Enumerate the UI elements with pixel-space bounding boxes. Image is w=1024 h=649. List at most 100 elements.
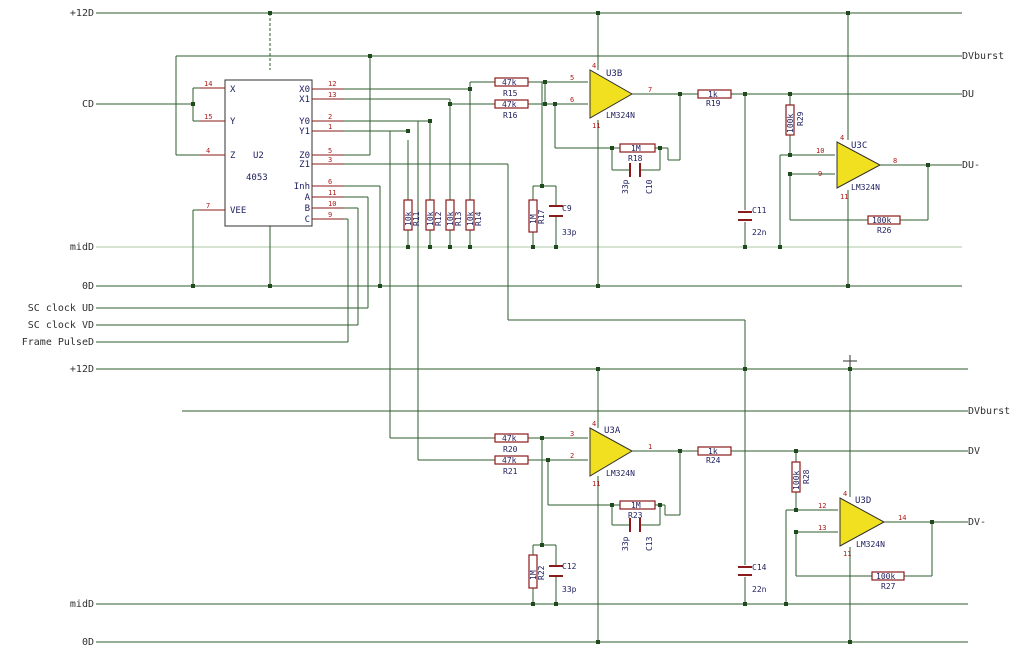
resistor-r26[interactable] [867, 215, 901, 225]
net-label-12v-bottom: +12D [70, 364, 94, 375]
opamp-u3d[interactable]: U3D LM324N 12 13 14 4 11 [818, 490, 906, 558]
resistor-r23[interactable] [619, 500, 656, 510]
resistor-r19-ref: R19 [706, 99, 721, 108]
resistor-r21[interactable] [494, 455, 529, 465]
u2-pin-x0: X0 [299, 85, 310, 95]
net-label-sc-clock-vd: SC clock VD [28, 320, 94, 331]
opamp-u3a-pin-minus: 2 [570, 452, 574, 460]
capacitor-c9[interactable] [549, 205, 563, 217]
opamp-u3d-body [839, 497, 886, 547]
resistor-r27-value: 100k [876, 572, 895, 581]
opamp-u3a-part: LM324N [606, 469, 635, 478]
supply-marker [843, 355, 857, 369]
capacitor-c14[interactable] [738, 566, 752, 576]
resistor-r26-value: 100k [872, 216, 891, 225]
u2-pinnum-z: 4 [206, 147, 210, 155]
resistor-r17[interactable] [528, 199, 538, 233]
resistor-r28[interactable] [791, 461, 801, 493]
opamp-u3c-part: LM324N [851, 183, 880, 192]
u2-pinnum-y0: 2 [328, 113, 332, 121]
u2-pin-vee: VEE [230, 206, 246, 216]
u2-pinnum-c: 9 [328, 211, 332, 219]
capacitor-c11-value: 22n [752, 228, 767, 237]
resistor-r11[interactable] [403, 199, 413, 231]
resistor-r16[interactable] [494, 99, 529, 109]
opamp-u3b-pin-out: 7 [648, 86, 652, 94]
resistor-r20[interactable] [494, 433, 529, 443]
resistor-r12-value: 10k [426, 211, 435, 226]
capacitor-c11[interactable] [738, 211, 752, 221]
net-label-du-minus: DU- [962, 160, 980, 171]
u2-pin-stubs [200, 87, 344, 220]
resistor-r29-ref: R29 [796, 111, 805, 126]
capacitor-c9-ref: C9 [562, 204, 572, 213]
capacitor-c10[interactable] [629, 163, 641, 177]
resistor-r12-ref: R12 [434, 211, 443, 226]
resistor-r17-value: 1M [529, 214, 538, 224]
opamp-u3d-pin-vcc: 4 [843, 490, 847, 498]
u2-pin-y1: Y1 [299, 127, 310, 137]
u2-pinnum-x: 14 [204, 80, 212, 88]
u2-body [224, 79, 313, 227]
opamp-u3b-pin-gnd: 11 [592, 122, 600, 130]
capacitors [549, 163, 752, 577]
u2-pin-z1: Z1 [299, 160, 310, 170]
net-label-dvburst-top: DVburst [962, 51, 1004, 62]
resistor-r22-ref: R22 [537, 565, 546, 580]
resistor-r14-ref: R14 [474, 211, 483, 226]
u2-pinnum-vee: 7 [206, 202, 210, 210]
resistor-r19[interactable] [697, 89, 732, 99]
opamp-u3a-pin-vcc: 4 [592, 420, 596, 428]
resistor-r13[interactable] [445, 199, 455, 231]
capacitor-c12-ref: C12 [562, 562, 577, 571]
resistor-r16-value: 47k [502, 100, 517, 109]
opamp-u3c-pin-gnd: 11 [840, 193, 848, 201]
capacitor-c13[interactable] [629, 518, 641, 532]
opamp-u3b[interactable]: U3B LM324N 5 6 7 4 11 [570, 62, 652, 130]
resistor-r11-ref: R11 [412, 211, 421, 226]
u2-pin-y: Y [230, 117, 236, 127]
resistor-r14[interactable] [465, 199, 475, 231]
resistor-r15-ref: R15 [503, 89, 518, 98]
opamp-u3d-part: LM324N [856, 540, 885, 549]
opamp-u3a-ref: U3A [604, 426, 621, 436]
resistor-r23-value: 1M [631, 501, 641, 510]
u2-pin-x: X [230, 85, 236, 95]
opamp-u3c-pin-vcc: 4 [840, 134, 844, 142]
resistor-r27-ref: R27 [881, 582, 896, 591]
capacitor-c10-ref: C10 [645, 179, 654, 194]
resistor-r15-value: 47k [502, 78, 517, 87]
resistor-r22[interactable] [528, 554, 538, 589]
resistor-r18-ref: R18 [628, 154, 643, 163]
net-label-12v-top: +12D [70, 8, 94, 19]
opamp-u3b-pin-minus: 6 [570, 96, 574, 104]
capacitor-c12[interactable] [549, 565, 563, 577]
opamp-u3c-pin-out: 8 [893, 157, 897, 165]
opamp-u3a[interactable]: U3A LM324N 3 2 1 4 11 [570, 420, 652, 488]
resistor-r24-ref: R24 [706, 456, 721, 465]
resistor-r27[interactable] [871, 571, 905, 581]
resistor-r16-ref: R16 [503, 111, 518, 120]
net-label-du: DU [962, 89, 974, 100]
opamp-u3a-pin-gnd: 11 [592, 480, 600, 488]
junctions [191, 11, 934, 644]
resistor-r20-ref: R20 [503, 445, 518, 454]
capacitor-c9-value: 33p [562, 228, 577, 237]
resistor-r21-ref: R21 [503, 467, 518, 476]
resistor-r12[interactable] [425, 199, 435, 231]
resistor-r15[interactable] [494, 77, 529, 87]
resistor-r13-value: 10k [446, 211, 455, 226]
resistor-r18[interactable] [619, 143, 656, 153]
opamp-u3b-pin-vcc: 4 [592, 62, 596, 70]
opamp-u3b-ref: U3B [606, 69, 622, 79]
u2-multiplexer[interactable]: U2 4053 X Y Z VEE 14 15 4 7 X0 X1 Y0 Y1 … [200, 79, 344, 227]
u2-pinnum-y1: 1 [328, 123, 332, 131]
u2-pinnum-x1: 13 [328, 91, 336, 99]
resistor-r24[interactable] [697, 446, 732, 456]
resistor-r29[interactable] [785, 104, 795, 136]
resistor-r23-ref: R23 [628, 511, 643, 520]
u2-pin-c: C [305, 215, 310, 225]
opamp-u3c[interactable]: U3C LM324N 10 9 8 4 11 [816, 134, 897, 201]
opamp-u3c-ref: U3C [851, 141, 867, 151]
